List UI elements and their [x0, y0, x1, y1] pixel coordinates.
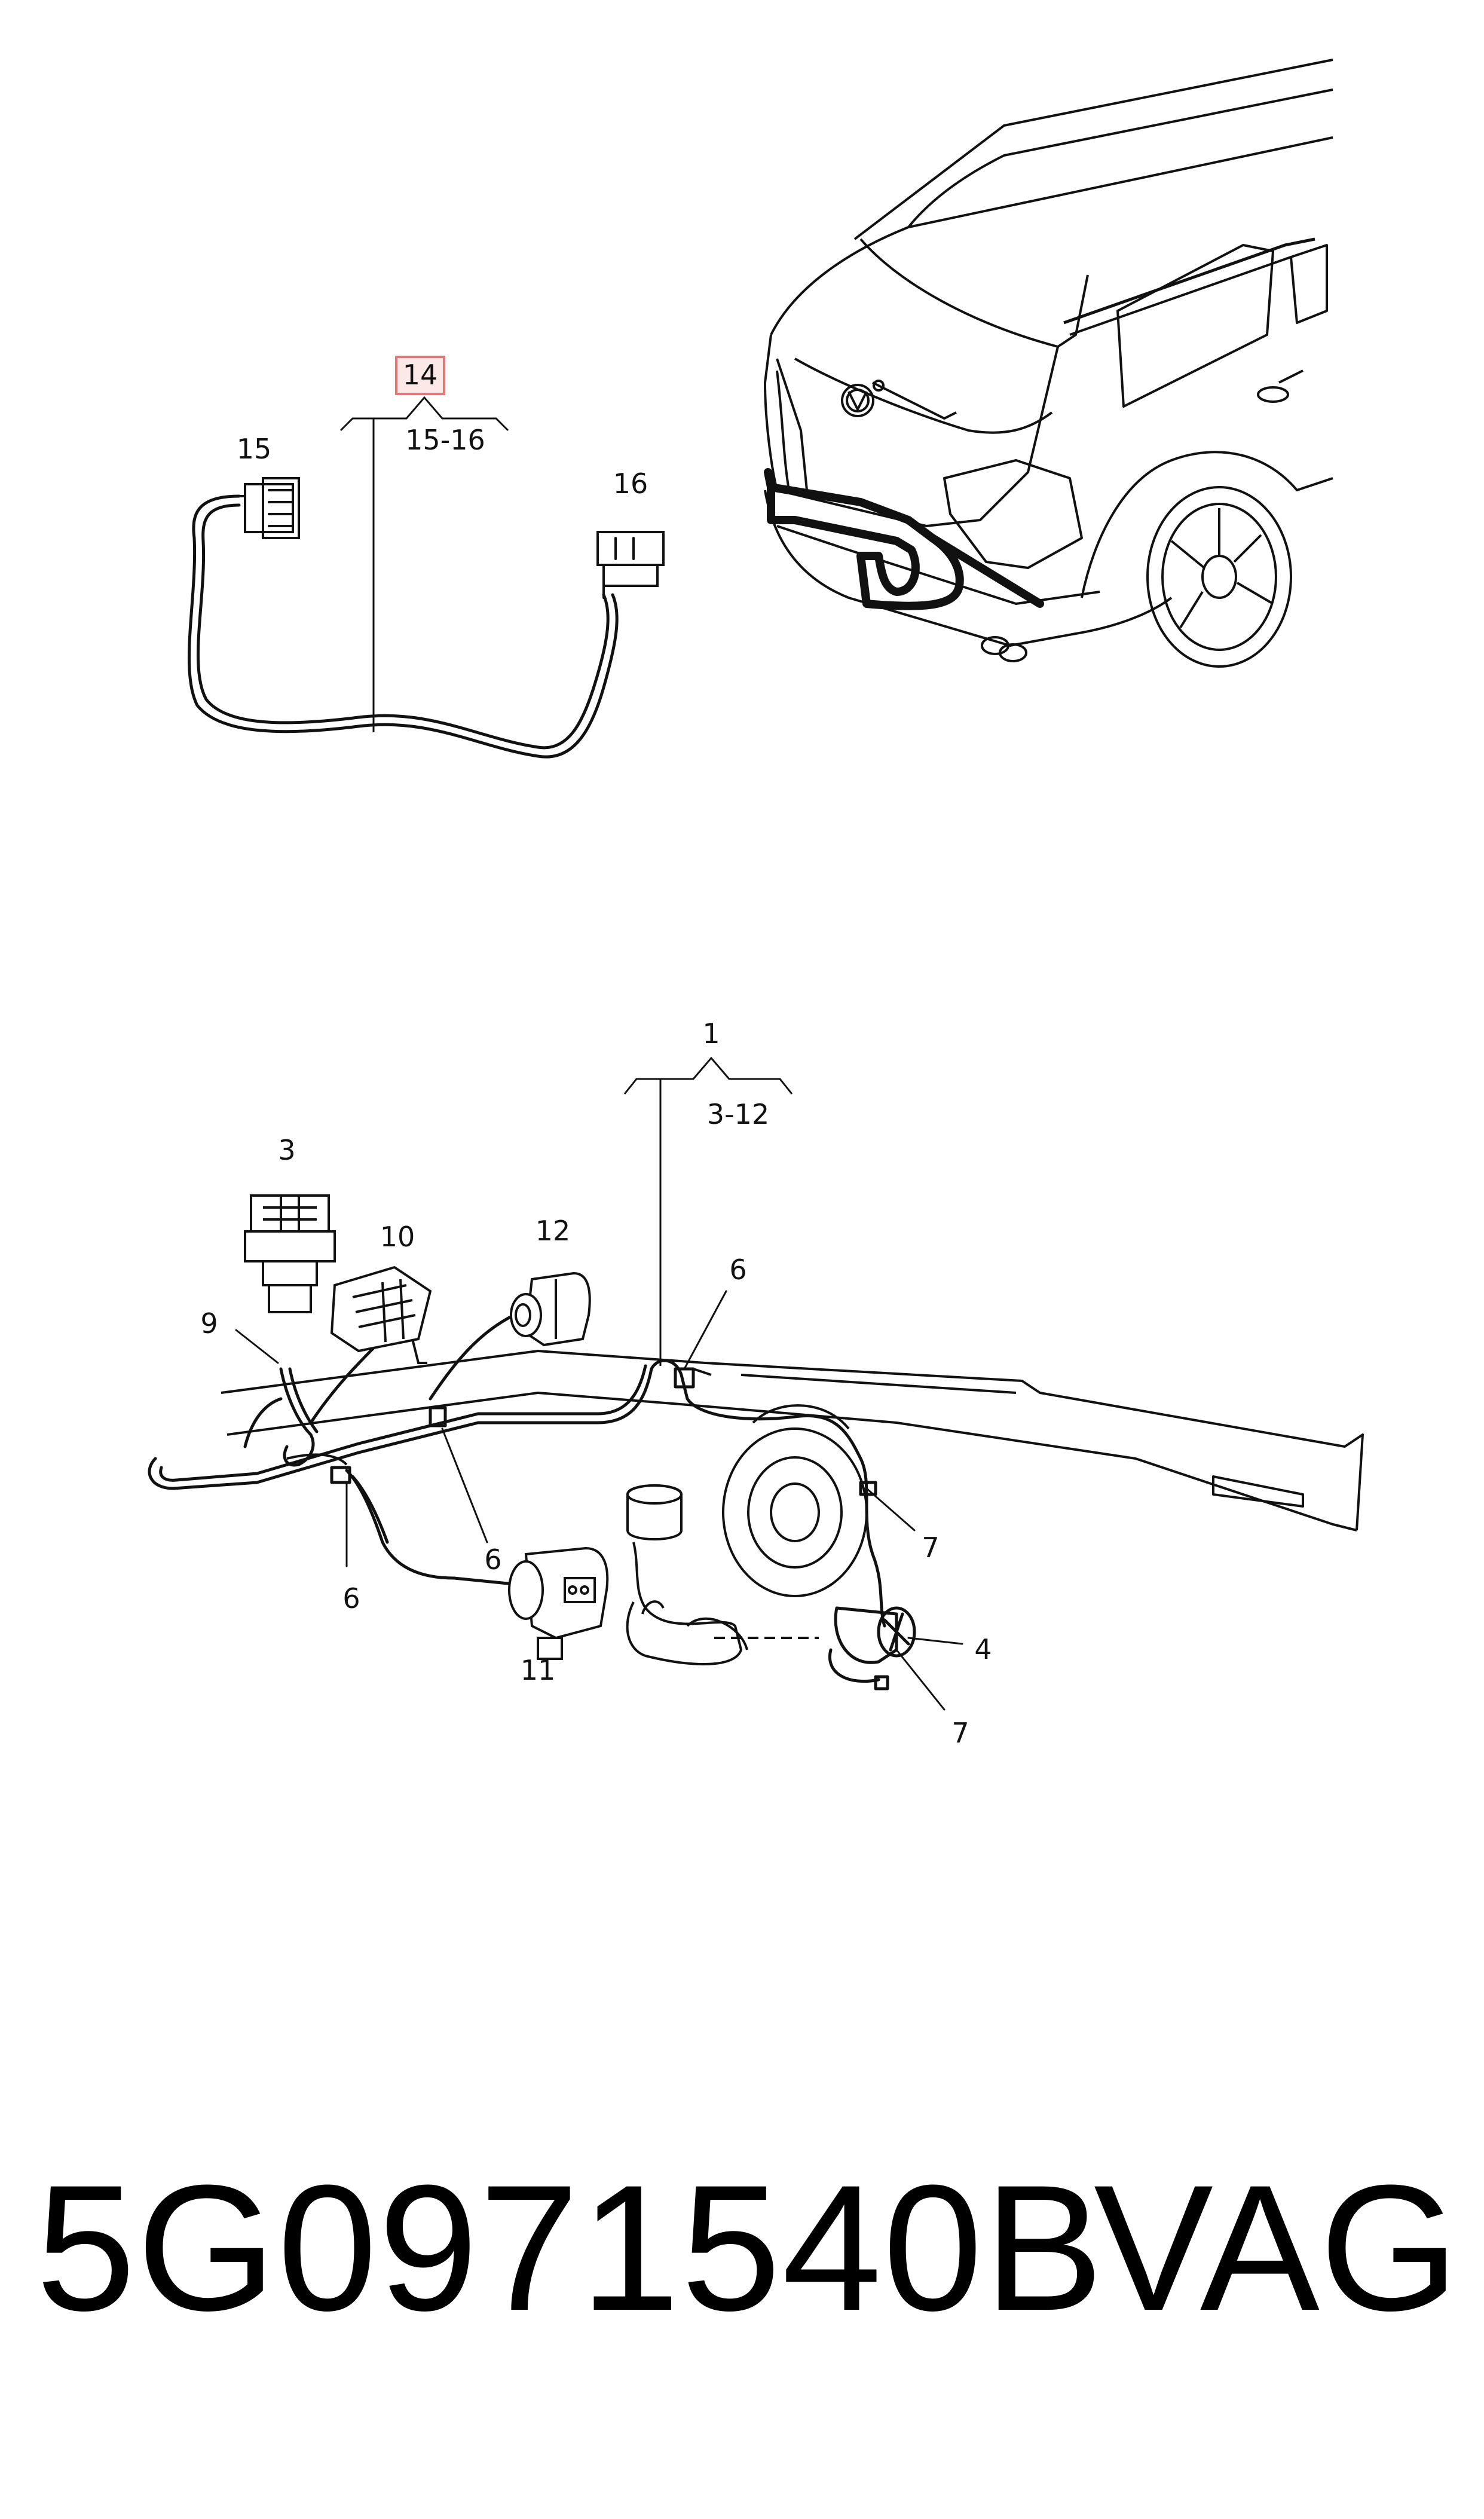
callout-7-top[interactable]: 7 — [922, 1531, 939, 1564]
connector-10 — [330, 1265, 432, 1364]
connector-11 — [508, 1546, 609, 1660]
group-14-bracket — [339, 396, 509, 732]
callout-15[interactable]: 15 — [237, 433, 272, 465]
harness-1-drawing — [148, 1290, 963, 1711]
callout-6-left[interactable]: 6 — [342, 1582, 360, 1615]
connector-12 — [510, 1271, 591, 1347]
brand-text: VAG — [1094, 2147, 1459, 2348]
callout-9[interactable]: 9 — [200, 1307, 218, 1340]
part-number-text: 5G0971540B — [36, 2147, 1105, 2348]
group-14-highlight — [395, 356, 445, 395]
group-1-bracket — [623, 1056, 793, 1366]
callout-11[interactable]: 11 — [521, 1654, 556, 1686]
callout-12[interactable]: 12 — [536, 1215, 571, 1247]
harness-14-drawing — [187, 477, 665, 759]
callout-16[interactable]: 16 — [613, 467, 648, 500]
callout-4[interactable]: 4 — [974, 1633, 992, 1665]
callout-1-range: 3-12 — [707, 1098, 769, 1130]
callout-6-top[interactable]: 6 — [729, 1254, 746, 1286]
callout-14[interactable]: 14 — [403, 359, 438, 391]
callout-14-range: 15-16 — [405, 424, 485, 456]
vehicle-rear-illustration — [764, 59, 1333, 668]
callout-1[interactable]: 1 — [702, 1017, 720, 1050]
body-panel-drawing — [221, 1350, 1364, 1665]
connector-3 — [244, 1194, 336, 1313]
callout-3[interactable]: 3 — [278, 1134, 295, 1166]
callout-10[interactable]: 10 — [380, 1221, 415, 1253]
callout-7-bottom[interactable]: 7 — [951, 1717, 969, 1749]
callout-6-mid[interactable]: 6 — [484, 1543, 501, 1576]
